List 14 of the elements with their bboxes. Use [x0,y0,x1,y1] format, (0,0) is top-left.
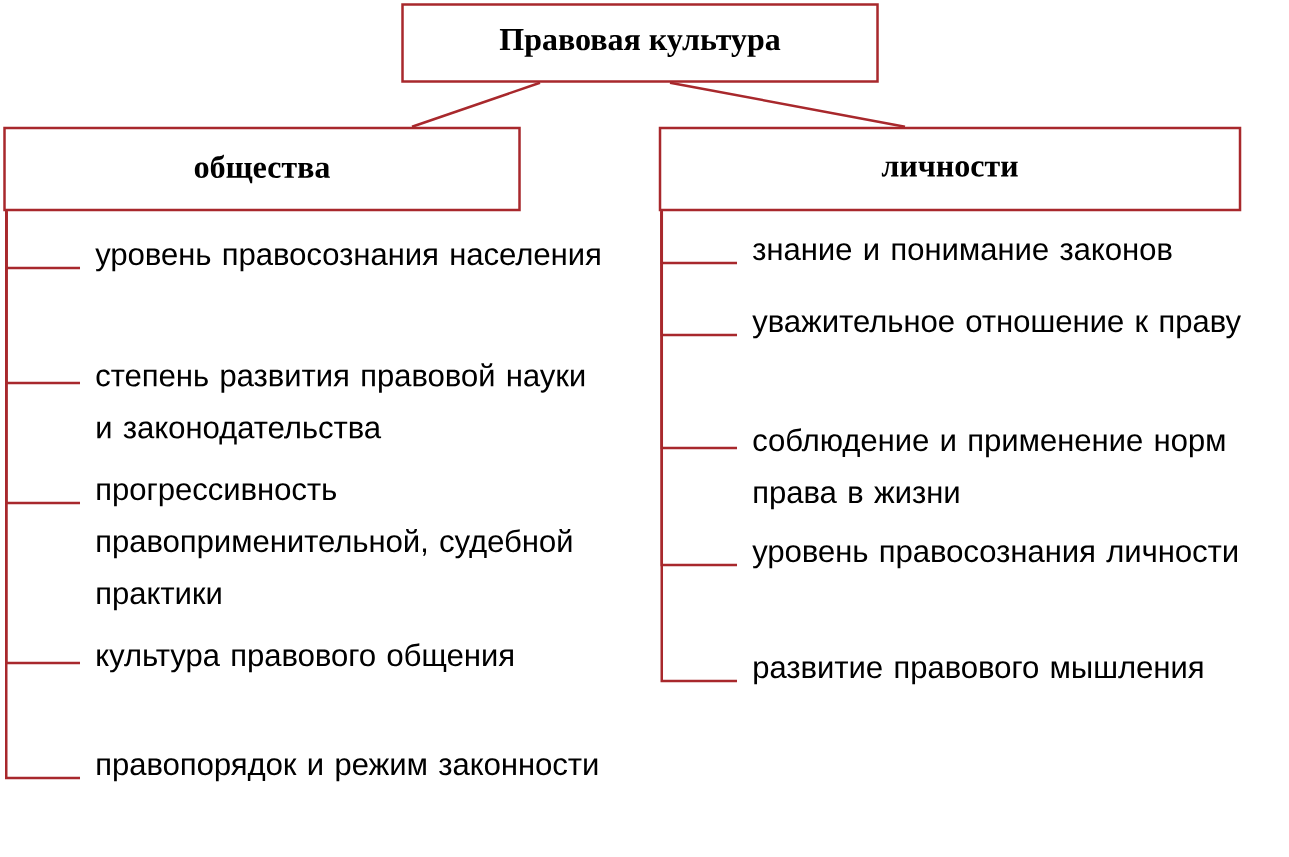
category-box: общества [3,126,521,212]
connector-line [660,211,737,683]
category-box: личности [658,126,1242,212]
list-item: развитие правового мышления [754,661,1203,685]
list-item: культура правового общения [97,643,513,673]
list-item: знание и понимание законов [752,243,1172,261]
list-item: уровень правосознания населения [95,248,600,272]
connector-line [669,81,906,128]
connector-line [411,81,541,128]
connector-line [5,211,80,780]
list-item: уровень правосознания личности [752,545,1237,569]
list-item: правопорядок и режим законности [97,758,598,782]
title-box: Правовая культура [401,3,879,83]
list-item: уважительное отношение к праву [752,315,1241,339]
